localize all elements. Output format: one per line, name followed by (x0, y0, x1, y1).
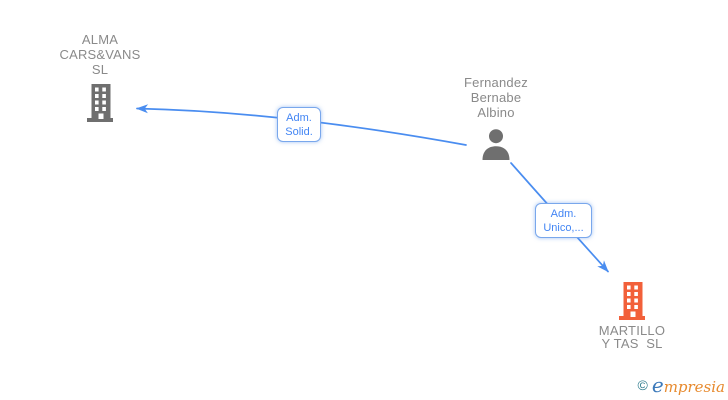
node-label-line: MARTILLO (598, 323, 666, 338)
node-fernandez-label: Fernandez Bernabe Albino (436, 75, 556, 120)
node-label-line: Fernandez (464, 75, 528, 90)
node-label-line: ALMA (81, 32, 119, 47)
building-icon (40, 84, 160, 122)
edge-label-line: Unico,... (543, 222, 584, 234)
copyright-icon: © (637, 377, 648, 393)
node-label-line: Albino (477, 105, 515, 120)
node-label-line: CARS&VANS (59, 47, 141, 62)
node-label-line: Y TAS SL (601, 336, 663, 351)
node-martillo-y-tas-sl[interactable]: MARTILLO Y TAS SL (572, 282, 692, 350)
edge-label-adm-unico[interactable]: Adm. Unico,... (535, 203, 592, 238)
building-icon (572, 282, 692, 320)
node-label-line: Bernabe (470, 90, 522, 105)
node-alma-label: ALMA CARS&VANS SL (40, 32, 160, 77)
edge-label-line: Adm. (550, 208, 577, 220)
edge-label-line: Solid. (285, 126, 313, 138)
brand-letter-e: e (651, 373, 664, 397)
edge-label-adm-solid[interactable]: Adm. Solid. (277, 107, 321, 142)
node-alma-cars-vans-sl[interactable]: ALMA CARS&VANS SL (40, 32, 160, 122)
empresia-logo[interactable]: ©empresia (638, 373, 725, 397)
edge-label-line: Adm. (286, 112, 312, 124)
brand-name-rest: mpresia (663, 378, 725, 396)
person-icon (436, 129, 556, 160)
node-fernandez-bernabe-albino[interactable]: Fernandez Bernabe Albino (436, 75, 556, 160)
node-martillo-label: MARTILLO Y TAS SL (572, 324, 692, 350)
node-label-line: SL (91, 62, 109, 77)
